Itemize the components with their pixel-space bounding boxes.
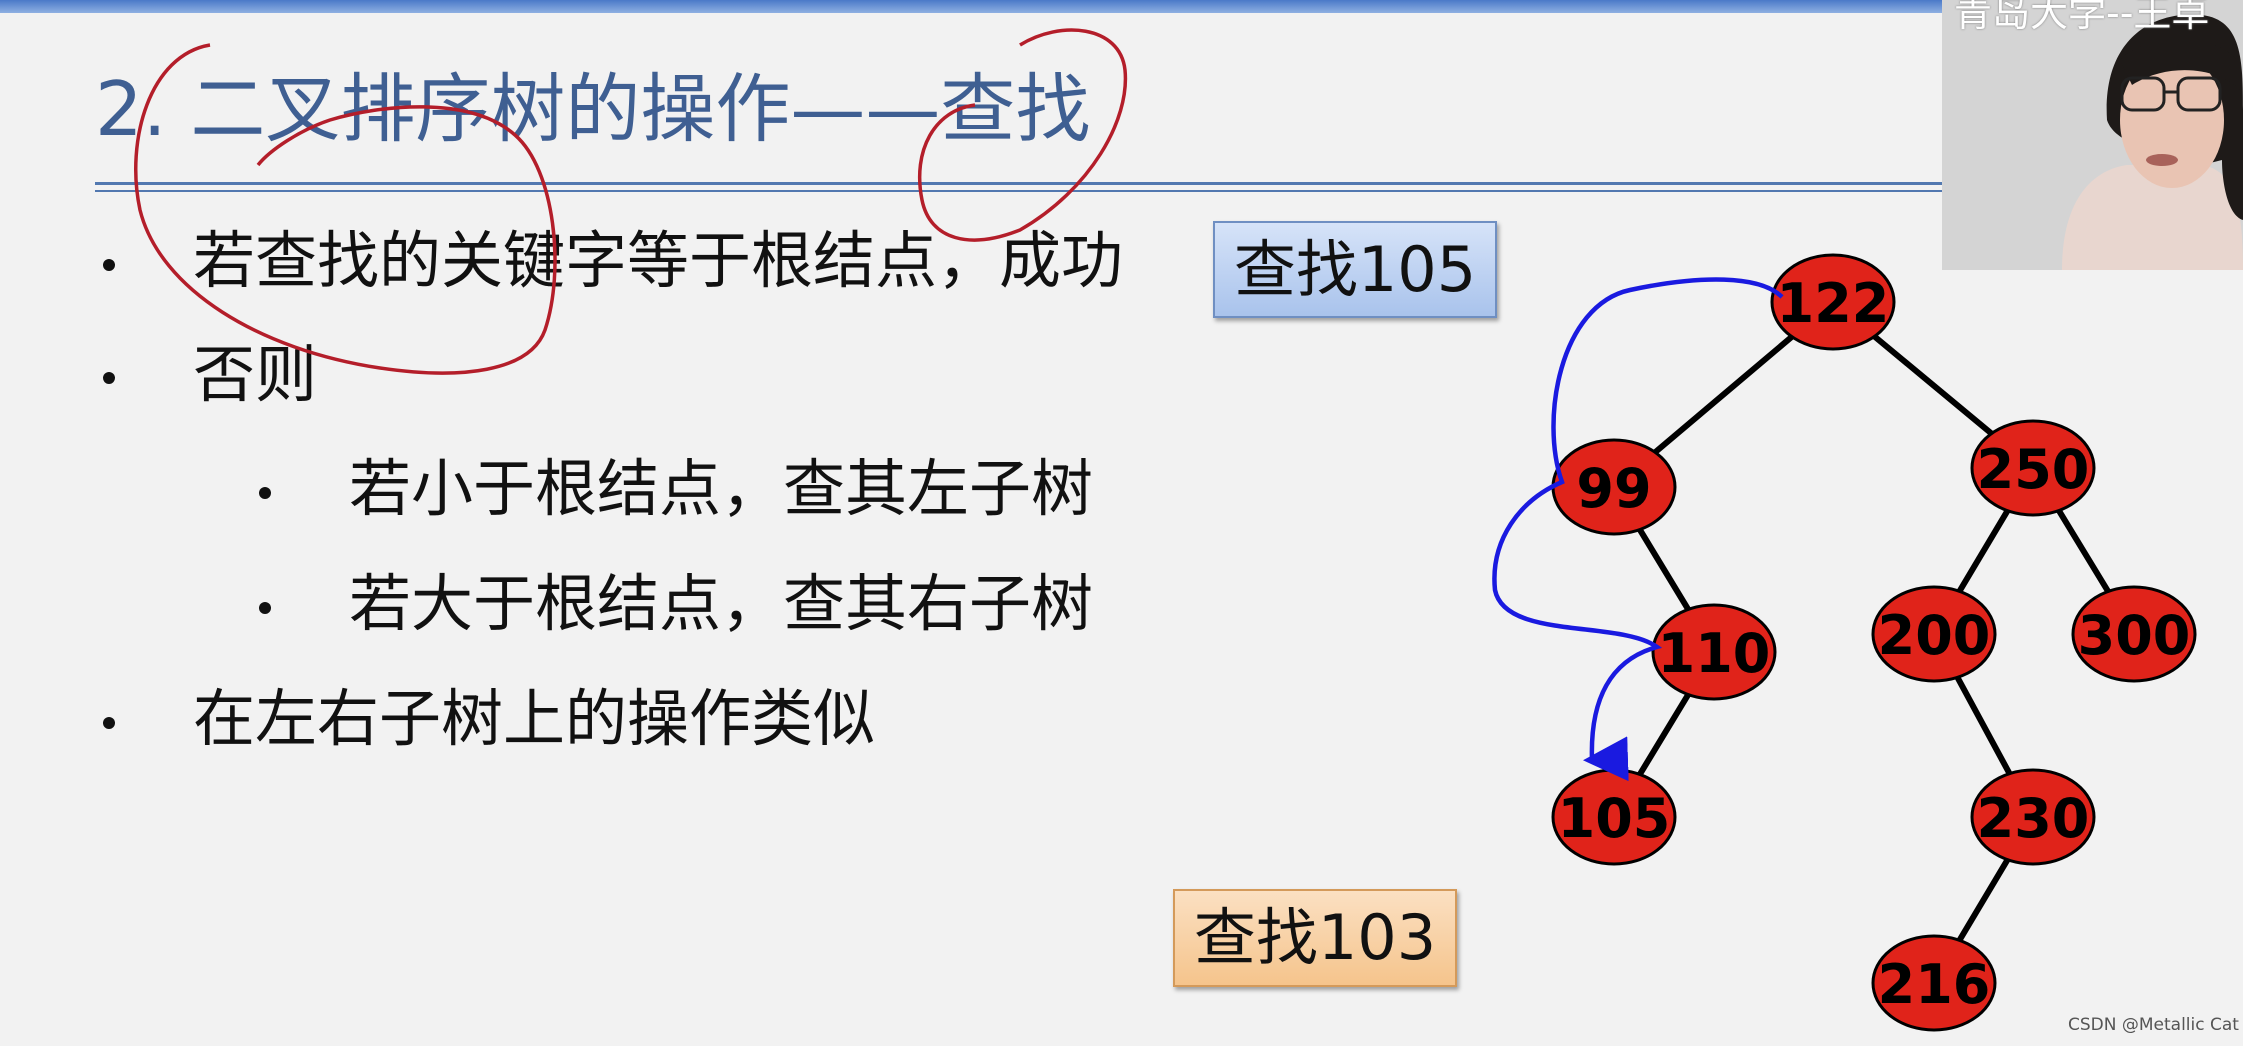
tree-node-200: 200 [1871,585,1997,683]
tree-node-ellipse [1871,934,1997,1032]
pen-annotations [134,28,1784,782]
tree-node-300: 300 [2071,585,2197,683]
tree-node-label: 250 [1977,438,2090,501]
webcam-overlay: 青岛大学--王卓 [1942,0,2243,270]
tree-node-250: 250 [1970,419,2096,517]
tree-node-110: 110 [1651,603,1777,701]
tree-node-label: 122 [1777,272,1890,335]
tree-node-99: 99 [1551,438,1677,536]
slide-top-bar [0,0,2243,13]
tree-node-label: 230 [1977,787,2090,850]
search-path-arrow [1492,277,1784,782]
red-annotation-circle-search [917,28,1128,242]
bullet-item: 在左右子树上的操作类似 [193,682,876,755]
tree-node-105: 105 [1551,768,1677,866]
tree-node-label: 216 [1878,953,1991,1016]
webcam-caption: 青岛大学--王卓 [1954,0,2210,35]
bullet-dot [103,259,115,271]
sub-bullet-item: 若小于根结点，查其左子树 [349,452,1094,525]
tree-node-216: 216 [1871,934,1997,1032]
tree-node-label: 105 [1558,787,1671,850]
tree-node-ellipse [1770,253,1896,351]
presenter-image [1942,0,2243,270]
tree-nodes: 122 99 250 110 200 300 105 230 216 [1551,253,2197,1032]
tree-node-ellipse [1651,603,1777,701]
slide-title: 2. 二叉排序树的操作——查找 [95,65,1091,153]
tree-node-ellipse [1970,768,2096,866]
tree-node-label: 99 [1576,457,1651,520]
csdn-watermark: CSDN @Metallic Cat [2068,1015,2239,1035]
bullet-dot [103,372,115,384]
search-105-button[interactable]: 查找105 [1213,221,1497,318]
title-rule-secondary [95,190,1945,192]
title-rule [95,182,1945,185]
bullet-item: 否则 [193,338,318,411]
tree-node-230: 230 [1970,768,2096,866]
tree-node-ellipse [2071,585,2197,683]
tree-node-label: 300 [2078,604,2191,667]
bullet-dot [103,717,115,729]
sub-bullet-item: 若大于根结点，查其右子树 [349,567,1094,640]
tree-node-ellipse [1871,585,1997,683]
tree-node-ellipse [1970,419,2096,517]
tree-node-label: 200 [1878,604,1991,667]
red-annotation-circle-title [134,43,557,375]
tree-node-122: 122 [1770,253,1896,351]
tree-node-label: 110 [1658,622,1771,685]
search-103-button[interactable]: 查找103 [1173,889,1457,987]
sub-bullet-dot [259,487,271,499]
sub-bullet-dot [259,602,271,614]
